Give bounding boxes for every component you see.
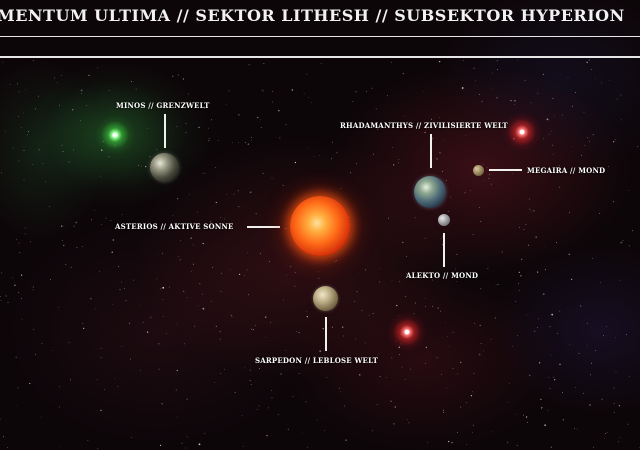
planet-sarpedon[interactable] (313, 286, 338, 311)
moon-alekto[interactable] (438, 214, 450, 226)
leader-alekto (443, 233, 445, 267)
moon-megaira[interactable] (473, 165, 484, 176)
leader-rhadamanthys (430, 134, 432, 168)
label-rhadamanthys: RHADAMANTHYS // ZIVILISIERTE WELT (340, 121, 508, 130)
leader-sarpedon (325, 317, 327, 351)
sun-asterios[interactable] (290, 196, 350, 256)
header-divider-top (0, 36, 640, 37)
red-star-icon (502, 112, 542, 152)
leader-minos (164, 114, 166, 148)
leader-megaira (489, 169, 522, 171)
header-divider-bottom (0, 56, 640, 58)
planet-rhadamanthys[interactable] (414, 176, 446, 208)
planet-minos[interactable] (150, 153, 179, 182)
leader-asterios (247, 226, 280, 228)
page-title: MENTUM ULTIMA // SEKTOR LITHESH // SUBSE… (0, 6, 625, 25)
label-megaira: MEGAIRA // MOND (527, 166, 606, 175)
red-star-icon (387, 312, 427, 352)
label-asterios: ASTERIOS // AKTIVE SONNE (115, 222, 234, 231)
label-minos: MINOS // GRENZWELT (116, 101, 210, 110)
label-sarpedon: SARPEDON // LEBLOSE WELT (255, 356, 379, 365)
green-star-icon (95, 115, 135, 155)
label-alekto: ALEKTO // MOND (406, 271, 479, 280)
